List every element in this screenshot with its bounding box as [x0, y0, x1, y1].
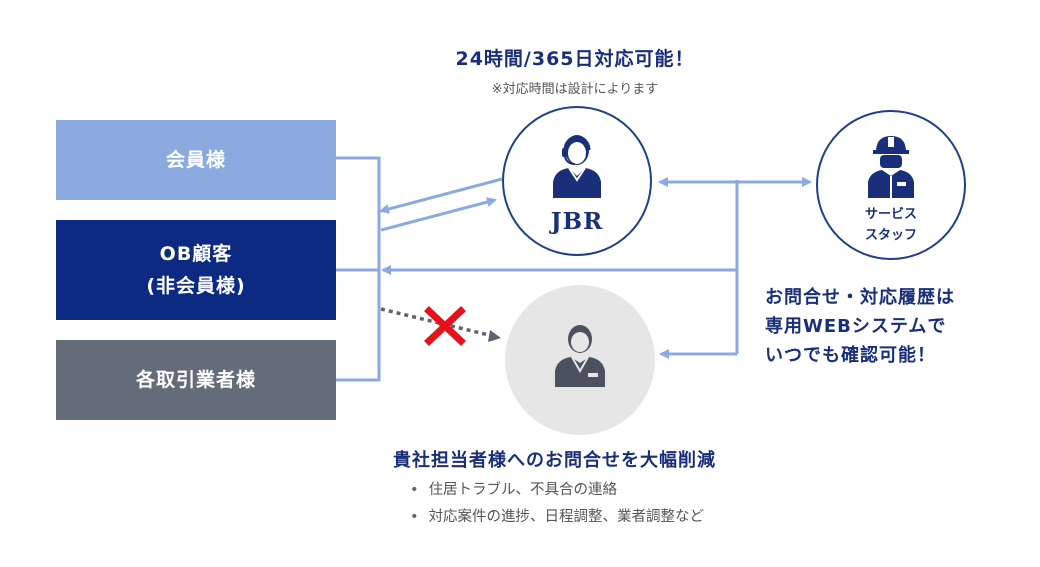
availability-note: ※対応時間は設計によります — [491, 82, 659, 97]
arrow-jbr-to-customers — [379, 177, 503, 214]
arrow-customers-to-jbr — [380, 197, 497, 232]
vendor-box: 各取引業者様 — [56, 340, 336, 420]
service-staff-line1: サービス — [864, 207, 917, 222]
ob-customer-sublabel: (非会員様) — [146, 275, 246, 297]
cross-icon — [424, 306, 466, 346]
service-staff-node: サービス スタッフ — [816, 110, 966, 260]
availability-headline: 24時間/365日対応可能！ — [455, 48, 695, 70]
ob-customer-box: OB顧客 (非会員様) — [56, 220, 336, 320]
web-system-line1: お問合せ・対応履歴は — [765, 287, 955, 308]
list-item: 住居トラブル、不具合の連絡 — [410, 477, 704, 504]
member-label: 会員様 — [165, 149, 226, 171]
staff-person-icon — [555, 325, 605, 387]
client-staff-node — [505, 285, 655, 435]
customer-bracket — [336, 156, 381, 382]
vendor-label: 各取引業者様 — [135, 369, 256, 391]
service-staff-line2: スタッフ — [864, 228, 917, 243]
reduction-list: 住居トラブル、不具合の連絡 対応案件の進捗、日程調整、業者調整など — [410, 477, 705, 531]
jbr-logo: JBR — [550, 208, 604, 235]
reduction-title: 貴社担当者様へのお問合せを大幅削減 — [393, 450, 716, 471]
list-item: 対応案件の進捗、日程調整、業者調整など — [410, 504, 705, 531]
helmet-worker-icon — [868, 136, 914, 198]
member-box: 会員様 — [56, 120, 336, 200]
web-system-line2: 専用WEBシステムで — [765, 316, 947, 337]
headset-operator-icon — [553, 135, 601, 198]
service-staff-label: サービス スタッフ — [818, 204, 964, 246]
web-system-text: お問合せ・対応履歴は 専用WEBシステムで いつでも確認可能！ — [765, 283, 1005, 370]
ob-customer-label: OB顧客 — [159, 243, 233, 265]
jbr-node: JBR — [502, 106, 652, 256]
web-system-line3: いつでも確認可能！ — [765, 345, 936, 366]
